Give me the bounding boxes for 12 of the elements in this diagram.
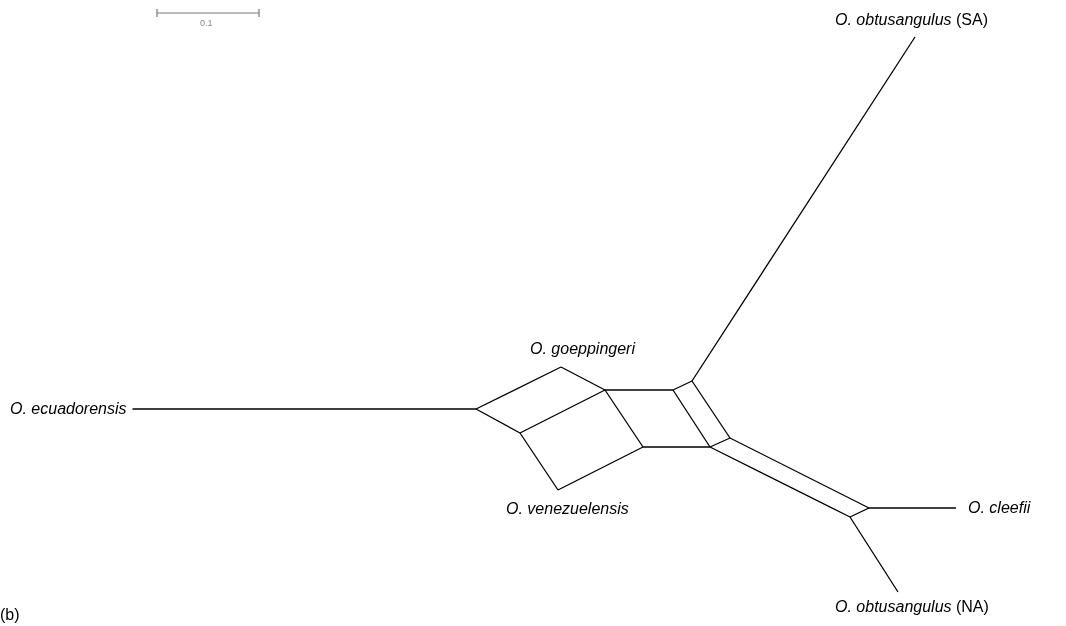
branch-line — [131, 408, 477, 410]
branch-line — [691, 36, 916, 382]
panel-label: (b) — [0, 606, 20, 624]
branch-line — [849, 516, 899, 593]
branch-line — [868, 507, 957, 509]
taxon-label: O. obtusangulus (SA) — [835, 11, 988, 29]
taxon-label: O. venezuelensis — [506, 500, 629, 518]
taxon-label: O. ecuadorensis — [10, 400, 127, 418]
taxon-label: O. obtusangulus (NA) — [835, 598, 989, 616]
split-network-drawing — [475, 366, 870, 518]
taxon-label: O. cleefii — [968, 499, 1031, 517]
scale-value: 0.1 — [200, 18, 213, 29]
